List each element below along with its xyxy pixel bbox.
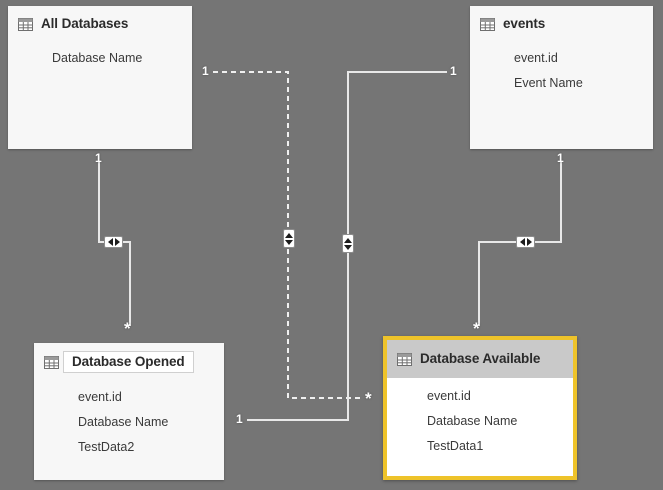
cardinality-label-one: 1 bbox=[557, 151, 564, 165]
table-grid-icon bbox=[18, 17, 35, 31]
table-card-header: Database Opened bbox=[34, 343, 224, 379]
table-card-header: All Databases bbox=[8, 6, 192, 40]
table-grid-icon bbox=[44, 355, 61, 369]
field-item[interactable]: event.id bbox=[514, 51, 558, 65]
field-item[interactable]: event.id bbox=[427, 389, 471, 403]
field-item[interactable]: TestData2 bbox=[78, 440, 135, 454]
table-card-all-databases[interactable]: All Databases Database Name bbox=[8, 6, 192, 149]
table-card-header: Database Available bbox=[387, 340, 573, 378]
table-title[interactable]: events bbox=[503, 16, 546, 31]
table-card-database-available[interactable]: Database Available event.id Database Nam… bbox=[383, 336, 577, 480]
cross-filter-both-badge[interactable] bbox=[104, 236, 123, 248]
cross-filter-both-badge[interactable] bbox=[342, 234, 354, 253]
table-card-events[interactable]: events event.id Event Name bbox=[470, 6, 653, 149]
cardinality-label-one: 1 bbox=[236, 412, 243, 426]
field-item[interactable]: Database Name bbox=[78, 415, 169, 429]
arrow-up-icon bbox=[285, 232, 293, 238]
cross-filter-both-badge[interactable] bbox=[283, 229, 295, 248]
field-item[interactable]: Database Name bbox=[52, 51, 143, 65]
table-title[interactable]: Database Available bbox=[420, 351, 541, 366]
table-card-database-opened[interactable]: Database Opened event.id Database Name T… bbox=[34, 343, 224, 480]
arrow-left-icon bbox=[107, 238, 113, 246]
table-card-header: events bbox=[470, 6, 653, 40]
cardinality-label-one: 1 bbox=[202, 64, 209, 78]
arrow-right-icon bbox=[114, 238, 120, 246]
cardinality-label-many: * bbox=[473, 319, 480, 338]
field-list: Database Name bbox=[8, 40, 192, 71]
field-item[interactable]: Database Name bbox=[427, 414, 518, 428]
table-title[interactable]: Database Opened bbox=[63, 351, 194, 373]
field-list: event.id Event Name bbox=[470, 40, 653, 96]
arrow-down-icon bbox=[344, 244, 352, 250]
table-grid-icon bbox=[397, 352, 414, 366]
field-item[interactable]: Event Name bbox=[514, 76, 583, 90]
table-title[interactable]: All Databases bbox=[41, 16, 129, 31]
arrow-up-icon bbox=[344, 237, 352, 243]
cardinality-label-one: 1 bbox=[450, 64, 457, 78]
field-item[interactable]: TestData1 bbox=[427, 439, 484, 453]
arrow-left-icon bbox=[519, 238, 525, 246]
arrow-right-icon bbox=[526, 238, 532, 246]
cardinality-label-many: * bbox=[365, 389, 372, 408]
cross-filter-both-badge[interactable] bbox=[516, 236, 535, 248]
cardinality-label-one: 1 bbox=[95, 151, 102, 165]
cardinality-label-many: * bbox=[124, 319, 131, 338]
field-list: event.id Database Name TestData2 bbox=[34, 379, 224, 460]
arrow-down-icon bbox=[285, 239, 293, 245]
field-item[interactable]: event.id bbox=[78, 390, 122, 404]
field-list: event.id Database Name TestData1 bbox=[387, 378, 573, 459]
table-grid-icon bbox=[480, 17, 497, 31]
